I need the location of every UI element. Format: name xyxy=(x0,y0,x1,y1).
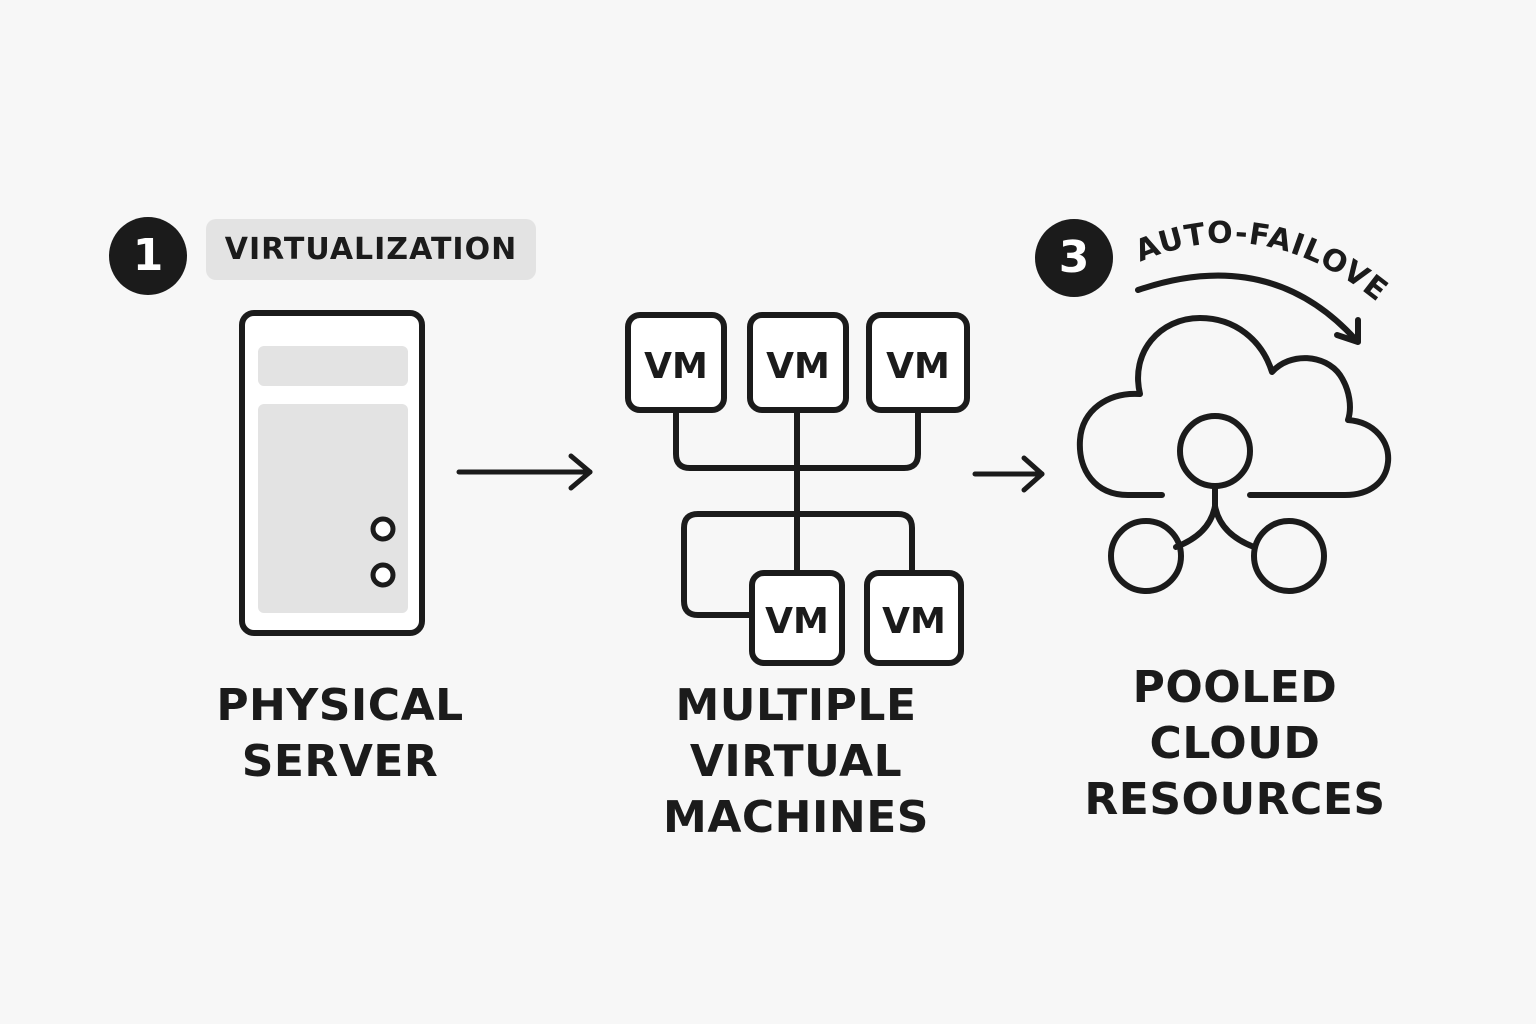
virtual-machines-caption: MULTIPLE VIRTUAL MACHINES xyxy=(646,678,946,846)
vm-box: VM xyxy=(625,312,727,413)
caption-line: CLOUD xyxy=(1149,718,1321,769)
caption-line: MULTIPLE xyxy=(675,680,917,731)
vm-label: VM xyxy=(766,346,830,387)
caption-line: MACHINES xyxy=(663,792,929,843)
caption-line: POOLED xyxy=(1132,662,1338,713)
curved-arrow-icon xyxy=(1135,272,1361,345)
vm-label: VM xyxy=(886,346,950,387)
cloud-icon xyxy=(1076,315,1392,498)
vm-box: VM xyxy=(864,570,964,666)
caption-line: SERVER xyxy=(241,736,439,787)
vm-label: VM xyxy=(882,601,946,642)
vm-box: VM xyxy=(749,570,845,666)
node-network-icon xyxy=(1108,413,1327,594)
arrow-right-icon xyxy=(972,455,1045,493)
arrow-right-icon xyxy=(456,453,593,491)
vm-box: VM xyxy=(866,312,970,413)
vm-label: VM xyxy=(765,601,829,642)
vm-label: VM xyxy=(644,346,708,387)
server-led-icon xyxy=(370,562,396,588)
caption-line: RESOURCES xyxy=(1084,774,1386,825)
vm-box: VM xyxy=(747,312,849,413)
physical-server-caption: PHYSICAL SERVER xyxy=(190,678,490,790)
pooled-cloud-caption: POOLED CLOUD RESOURCES xyxy=(1070,660,1400,828)
caption-line: VIRTUAL xyxy=(689,736,903,787)
caption-line: PHYSICAL xyxy=(216,680,464,731)
step-3-badge: 3 xyxy=(1035,219,1113,297)
step-1-badge: 1 xyxy=(109,217,187,295)
server-drive-bay xyxy=(258,346,408,386)
step-1-tag: VIRTUALIZATION xyxy=(206,219,536,280)
server-icon xyxy=(239,310,425,636)
server-led-icon xyxy=(370,516,396,542)
vm-connector-lines xyxy=(673,410,921,618)
server-panel xyxy=(258,404,408,613)
